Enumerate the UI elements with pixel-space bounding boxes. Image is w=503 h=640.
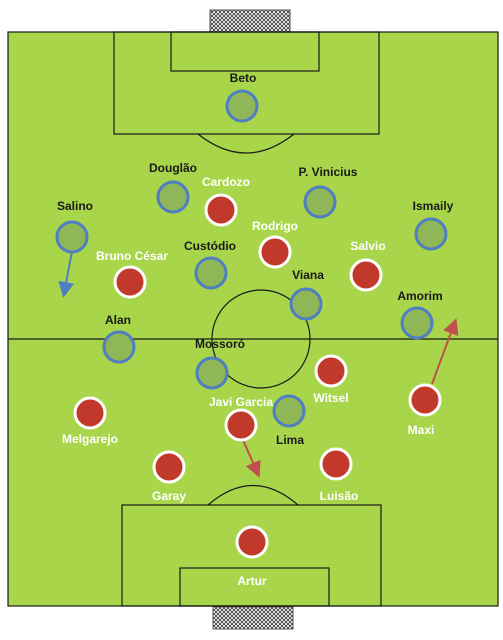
player-marker-maxi	[408, 383, 442, 417]
center-circle	[211, 289, 311, 389]
player-marker-cardozo	[204, 193, 238, 227]
player-marker-custodio	[194, 256, 228, 290]
player-marker-alan	[102, 330, 136, 364]
salino-run-arrow	[58, 250, 75, 298]
player-label-beto: Beto	[230, 71, 257, 85]
bottom-penalty-arc	[207, 485, 299, 506]
maxi-run-arrow	[431, 318, 459, 385]
player-label-alan: Alan	[105, 313, 131, 327]
player-marker-rodrigo	[258, 235, 292, 269]
player-marker-lima	[272, 394, 306, 428]
player-label-salino: Salino	[57, 199, 93, 213]
player-label-lima: Lima	[276, 433, 304, 447]
player-marker-artur	[235, 525, 269, 559]
player-marker-bruno-cesar	[113, 265, 147, 299]
player-marker-garay	[152, 450, 186, 484]
top-penalty-arc	[197, 133, 295, 154]
player-marker-melgarejo	[73, 396, 107, 430]
player-label-maxi: Maxi	[408, 423, 435, 437]
javi-garcia-run-arrow	[242, 439, 261, 478]
player-marker-beto	[225, 89, 259, 123]
player-marker-salino	[55, 220, 89, 254]
player-label-bruno-cesar: Bruno César	[96, 249, 168, 263]
player-label-mossoro: Mossoró	[195, 337, 245, 351]
player-marker-amorim	[400, 306, 434, 340]
player-marker-javi-garcia	[224, 408, 258, 442]
player-marker-luisao	[319, 447, 353, 481]
player-label-salvio: Salvio	[350, 239, 385, 253]
player-label-javi-garcia: Javi Garcia	[209, 395, 273, 409]
player-marker-douglao	[156, 180, 190, 214]
player-marker-mossoro	[195, 356, 229, 390]
player-label-amorim: Amorim	[397, 289, 442, 303]
player-label-viana: Viana	[292, 268, 324, 282]
player-label-artur: Artur	[237, 574, 267, 588]
bottom-goal-area	[179, 567, 330, 607]
player-label-garay: Garay	[152, 489, 186, 503]
player-label-p-vinicius: P. Vinicius	[299, 165, 358, 179]
top-goal-area	[170, 31, 320, 72]
player-label-douglao: Douglão	[149, 161, 197, 175]
bottom-goal	[212, 606, 294, 630]
player-label-ismaily: Ismaily	[413, 199, 454, 213]
player-label-witsel: Witsel	[313, 391, 348, 405]
player-marker-salvio	[349, 258, 383, 292]
top-goal	[209, 9, 291, 33]
player-marker-p-vinicius	[303, 185, 337, 219]
player-label-luisao: Luisão	[320, 489, 359, 503]
player-label-rodrigo: Rodrigo	[252, 219, 298, 233]
player-marker-witsel	[314, 354, 348, 388]
player-label-custodio: Custódio	[184, 239, 236, 253]
player-marker-ismaily	[414, 217, 448, 251]
player-marker-viana	[289, 287, 323, 321]
player-label-cardozo: Cardozo	[202, 175, 250, 189]
player-label-melgarejo: Melgarejo	[62, 432, 118, 446]
